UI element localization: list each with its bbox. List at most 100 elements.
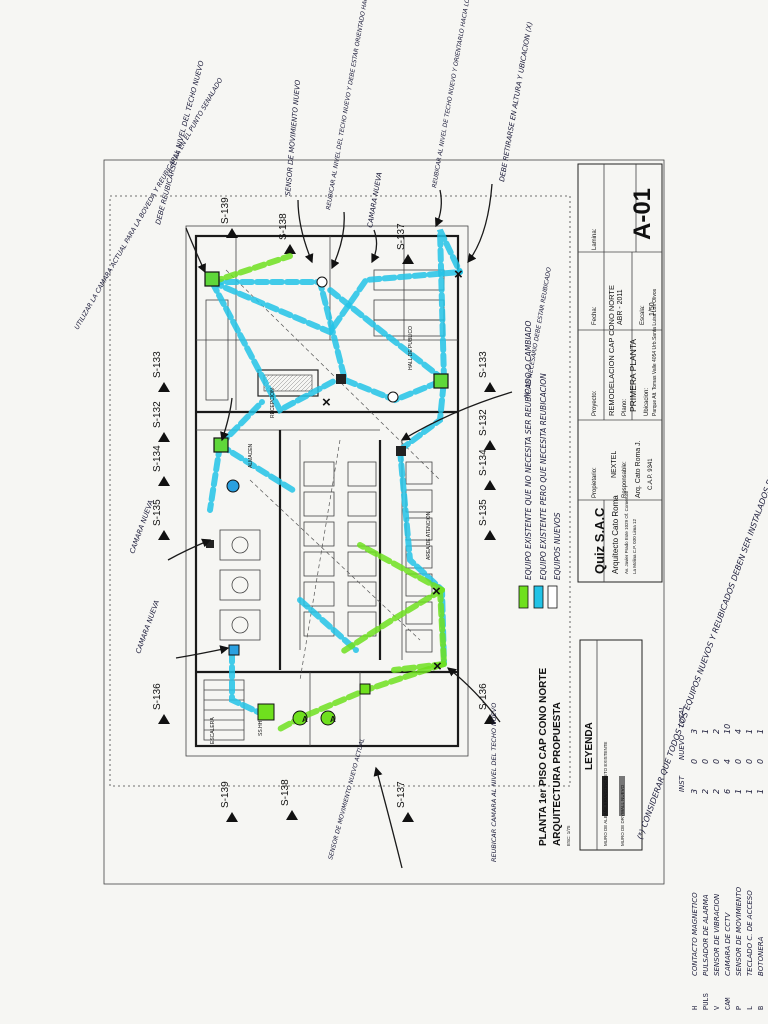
svg-text:A: A — [302, 715, 308, 724]
section-label-s134: S-134 — [152, 445, 163, 472]
section-label-s138: S-138 — [280, 779, 291, 806]
symbol-total: 4 — [734, 729, 743, 734]
legend-heading: LEYENDA — [584, 722, 595, 770]
section-label-s132: S-132 — [478, 409, 489, 436]
section-arrow — [484, 530, 496, 540]
svg-text:A: A — [330, 715, 336, 724]
section-label-s133: S-133 — [478, 351, 489, 378]
section-label-s137: S-137 — [396, 223, 407, 250]
symbol-label: CONTACTO MAGNETICO — [691, 892, 699, 976]
symbol-code: V — [714, 1005, 722, 1010]
symbol-label: TECLADO C. DE ACCESO — [746, 890, 754, 976]
room-area-atencion: AREA DE ATENCION — [426, 511, 432, 560]
section-label-s139: S-139 — [220, 781, 231, 808]
legend-swatch-concrete — [602, 776, 608, 816]
cap-number: C.A.P. 9341 — [648, 458, 654, 490]
symbol-code: PULS — [703, 993, 711, 1010]
symbol-label: SENSOR DE VIBRACION — [713, 893, 721, 976]
symbol-code: P — [736, 1006, 744, 1010]
symbol-total: 10 — [723, 724, 732, 734]
symbol-total: 1 — [756, 729, 765, 734]
symbol-nuevo: 0 — [756, 759, 765, 764]
symbol-total: 3 — [690, 729, 699, 734]
section-arrow — [226, 812, 238, 822]
owner-label: Propietario: — [592, 467, 598, 498]
legend-swatch-drywall — [619, 776, 625, 816]
table-header-nuevo: NUEVO — [678, 734, 686, 760]
legend-drywall: MURO DE DRYWALL NUEVO — [620, 784, 625, 846]
symbol-inst: 1 — [745, 789, 754, 794]
note-2: SENSOR DE MOVIMIENTO NUEVO — [284, 79, 302, 196]
section-label-s134: S-134 — [478, 449, 489, 476]
plan-scale: ESC: 1/75 — [566, 825, 571, 846]
sheet-label: Lamina: — [592, 228, 598, 250]
sheet-frame — [103, 159, 665, 885]
plan-value: PRIMERA PLANTA — [628, 339, 638, 412]
symbol-code: H — [692, 1006, 700, 1010]
outer-wall — [194, 234, 460, 748]
title-block — [577, 163, 663, 583]
note-8: CAMARA NUEVA — [134, 599, 161, 655]
section-label-s135: S-135 — [478, 499, 489, 526]
company-address-1: Av. Javier Prado Este 1029 Of. Comercial — [624, 491, 629, 574]
date-label: Fecha: — [592, 306, 598, 325]
table-header-inst: INST — [678, 775, 686, 792]
note-4: CAMARA NUEVA — [366, 171, 384, 228]
location-value: Parque Alt. Tomas Valle 4054 Urb.Santa L… — [652, 288, 658, 416]
room-recepcion: RECEPCION — [270, 388, 276, 418]
note-6: DEBE RETIRARSE EN ALTURA Y UBICACION (X) — [498, 21, 534, 182]
symbol-nuevo: 0 — [690, 759, 699, 764]
date-value: ABR - 2011 — [617, 289, 624, 325]
symbol-nuevo: 4 — [723, 759, 732, 764]
equipment-legend-swatch — [547, 585, 558, 609]
location-label: Ubicacion: — [644, 388, 650, 416]
section-arrow — [286, 810, 298, 820]
scale-label: Escala: — [640, 305, 646, 325]
symbol-total: 2 — [712, 729, 721, 734]
symbol-inst: 3 — [690, 789, 699, 794]
legend-concrete: MURO DE ALBAÑILERIA/CONCRETO EXISTENTE — [602, 742, 608, 846]
section-arrow — [284, 244, 296, 254]
desk-row-right — [347, 461, 433, 653]
symbol-nuevo: 0 — [712, 759, 721, 764]
sheet-number: A-01 — [629, 188, 656, 240]
room-escalera: ESCALERA — [210, 717, 216, 744]
offices-left — [219, 529, 261, 641]
responsible-label: Responsable: — [622, 461, 628, 498]
section-arrow — [484, 440, 496, 450]
symbol-label: CAMARA DE CCTV — [724, 912, 732, 976]
note-3: REUBICAR AL NIVEL DEL TECHO NUEVO Y DEBE… — [325, 0, 394, 210]
company-subname: Arquitecto Cato Roma — [611, 495, 620, 574]
section-arrow — [158, 714, 170, 724]
symbol-inst: 2 — [701, 789, 710, 794]
section-arrow — [158, 530, 170, 540]
section-arrow — [226, 228, 238, 238]
project-label: Proyecto: — [592, 390, 598, 416]
section-arrow — [158, 432, 170, 442]
project-value: REMODELACION CAP CONO NORTE — [607, 285, 616, 416]
equipment-legend-text: EQUIPOS NUEVOS — [553, 512, 562, 580]
section-label-s136: S-136 — [478, 683, 489, 710]
section-label-s132: S-132 — [152, 401, 163, 428]
plan-title: PLANTA 1er PISO CAP CONO NORTE — [538, 667, 549, 846]
note-10: REUBICAR CAMARA AL NIVEL DEL TECHO NUEVO — [490, 703, 498, 862]
plan-label: Plano: — [622, 399, 628, 416]
desk-row-left — [303, 461, 335, 637]
symbol-code: L — [747, 1006, 755, 1010]
symbol-code: CAM — [725, 997, 733, 1010]
device-symbols: × × × × A A — [204, 266, 463, 726]
svg-text:×: × — [322, 394, 331, 411]
symbol-inst: 6 — [723, 789, 732, 794]
room-almacen: ALMACEN — [248, 443, 254, 468]
symbol-total: 1 — [701, 729, 710, 734]
note-9: UTILIZAR LA CAMARA ACTUAL PARA LA BOVEDA… — [73, 77, 225, 331]
scale-value: 1/50 — [649, 302, 656, 316]
symbol-inst: 1 — [756, 789, 765, 794]
section-arrow — [484, 714, 496, 724]
room-sshh: SS.HH. — [258, 719, 264, 736]
section-arrow — [484, 480, 496, 490]
section-label-s137: S-137 — [396, 781, 407, 808]
svg-text:×: × — [432, 583, 441, 600]
